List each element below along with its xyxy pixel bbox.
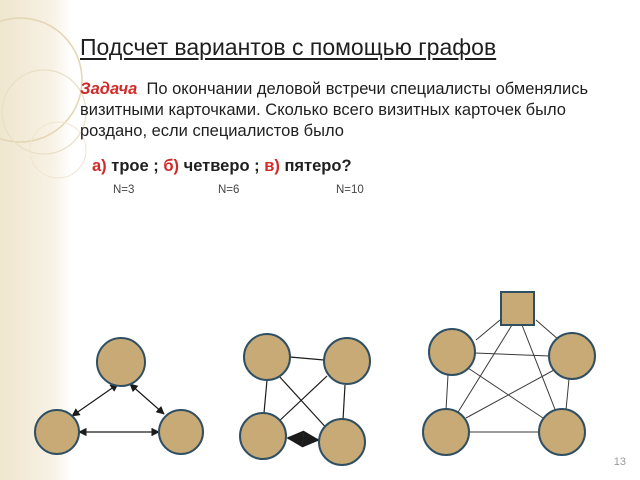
graph-three-nodes <box>34 337 204 455</box>
graph-b-edge-3 <box>289 356 325 361</box>
case-a-text: трое ; <box>111 157 159 175</box>
case-c-label: в) <box>264 157 280 175</box>
graph-c-edge-4 <box>521 324 559 418</box>
graph-b-edge-2 <box>275 375 328 425</box>
answer-c: N=10 <box>336 184 364 196</box>
graph-b-node-4 <box>318 418 366 466</box>
problem-label: Задача <box>80 80 138 98</box>
graph-a-edge-2 <box>129 383 165 415</box>
graph-c-edge-7 <box>445 374 449 411</box>
case-b-label: б) <box>163 157 180 175</box>
graph-b-edge-5 <box>342 384 346 421</box>
case-c-text: пятеро? <box>284 157 352 175</box>
page-title: Подсчет вариантов с помощью графов <box>80 34 497 60</box>
graph-a-edge-1 <box>71 383 119 417</box>
answer-b: N=6 <box>218 184 240 196</box>
cases-line: а) трое ; б) четверо ; в) пятеро? <box>92 157 352 176</box>
graph-c-edge-1 <box>475 319 501 341</box>
graph-c-edge-3 <box>454 324 513 418</box>
graph-five-nodes <box>422 291 596 456</box>
graph-a-node-2 <box>34 409 80 455</box>
graph-four-nodes <box>239 333 371 466</box>
graph-a-node-3 <box>158 409 204 455</box>
decorative-side-band <box>0 0 72 480</box>
graph-b-edge-4 <box>263 379 268 414</box>
graph-c-node-3 <box>422 408 470 456</box>
graph-b-node-2 <box>323 337 371 385</box>
graph-c-edge-5 <box>474 352 551 357</box>
graph-c-edge-8 <box>465 369 555 419</box>
case-a-label: а) <box>92 157 107 175</box>
graph-c-node-1 <box>428 328 476 376</box>
problem-statement: Задача По окончании деловой встречи спец… <box>80 79 636 142</box>
graph-b-node-3 <box>239 412 287 460</box>
graph-c-edge-2 <box>535 319 560 341</box>
slide-number: 13 <box>613 456 626 468</box>
graph-c-node-2 <box>548 332 596 380</box>
graph-b-edge-1 <box>277 374 331 433</box>
graph-c-edge-9 <box>565 378 570 411</box>
graph-b-edge-6 <box>286 430 320 448</box>
case-b-text: четверо ; <box>183 157 260 175</box>
graph-c-edge-6 <box>467 367 547 421</box>
answer-a: N=3 <box>113 184 135 196</box>
graph-a-node-1 <box>96 337 146 387</box>
graph-c-node-4 <box>538 408 586 456</box>
graph-c-node-square <box>500 291 535 326</box>
graph-b-node-1 <box>243 333 291 381</box>
problem-text: По окончании деловой встречи специалисты… <box>80 80 589 140</box>
